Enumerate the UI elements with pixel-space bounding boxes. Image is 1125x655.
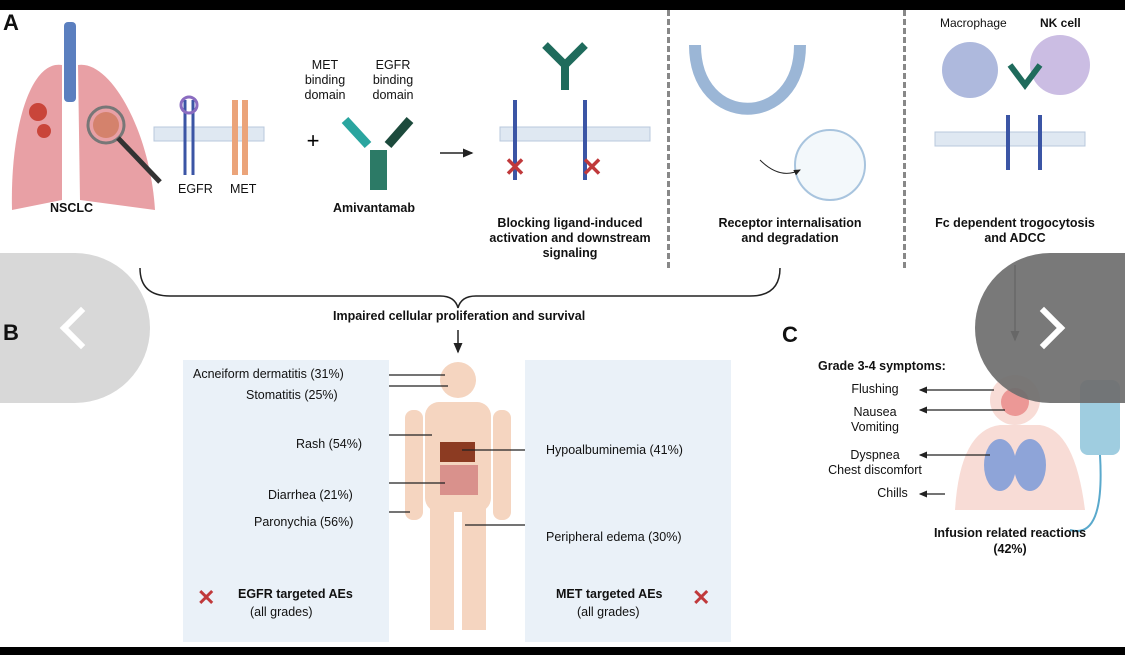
met-label: MET bbox=[230, 182, 257, 196]
impaired-label: Impaired cellular proliferation and surv… bbox=[333, 309, 586, 323]
blocked-receptors: ✕ ✕ bbox=[504, 42, 603, 182]
egfr-receptor bbox=[179, 95, 248, 175]
met-ae-box bbox=[525, 360, 731, 642]
divider bbox=[903, 10, 906, 268]
svg-text:✕: ✕ bbox=[504, 152, 526, 182]
egfr-ae-box bbox=[183, 360, 389, 642]
figure: + ✕ ✕ A B C N bbox=[0, 10, 1125, 647]
adcc-label: Fc dependent trogocytosis and ADCC bbox=[935, 216, 1095, 245]
infusion-pct: (42%) bbox=[993, 542, 1027, 556]
divider bbox=[667, 10, 670, 268]
egfr-blocked-icon: ✕ bbox=[197, 585, 216, 610]
lungs-illustration bbox=[11, 22, 162, 210]
ae-paronychia: Paronychia (56%) bbox=[254, 515, 354, 529]
symptom-chills: Chills bbox=[877, 486, 908, 500]
ae-hypoalbuminemia: Hypoalbuminemia (41%) bbox=[546, 443, 683, 457]
symptom-flushing: Flushing bbox=[851, 382, 899, 396]
svg-text:✕: ✕ bbox=[581, 152, 603, 182]
immune-cells bbox=[942, 35, 1090, 170]
human-body-illustration bbox=[405, 362, 511, 630]
chevron-left-icon bbox=[59, 306, 103, 350]
internalisation-label: Receptor internalisation and degradation bbox=[718, 216, 862, 245]
amivantamab-illustration bbox=[341, 116, 414, 190]
egfr-ae-title: EGFR targeted AEs bbox=[238, 587, 353, 601]
symptom-dyspnea: Dyspnea Chest discomfort bbox=[828, 448, 922, 477]
met-blocked-icon: ✕ bbox=[692, 585, 711, 610]
met-domain-label: MET binding domain bbox=[304, 58, 346, 102]
egfr-label: EGFR bbox=[178, 182, 213, 196]
macrophage-label: Macrophage bbox=[940, 16, 1007, 30]
symptom-nausea: Nausea Vomiting bbox=[851, 405, 899, 434]
next-image-button[interactable] bbox=[975, 253, 1125, 403]
panel-label-c: C bbox=[782, 322, 798, 347]
ae-diarrhea: Diarrhea (21%) bbox=[268, 488, 353, 502]
egfr-ae-subtitle: (all grades) bbox=[250, 605, 313, 619]
egfr-domain-label: EGFR binding domain bbox=[372, 58, 414, 102]
blocking-label: Blocking ligand-induced activation and d… bbox=[489, 216, 651, 260]
nk-cell-label: NK cell bbox=[1040, 16, 1081, 30]
met-ae-title: MET targeted AEs bbox=[556, 587, 663, 601]
plus-sign: + bbox=[307, 128, 320, 153]
met-ae-subtitle: (all grades) bbox=[577, 605, 640, 619]
panel-label-b: B bbox=[3, 320, 19, 345]
previous-image-button[interactable] bbox=[0, 253, 150, 403]
ae-peripheral-edema: Peripheral edema (30%) bbox=[546, 530, 682, 544]
panel-label-a: A bbox=[3, 10, 19, 35]
chevron-right-icon bbox=[1022, 306, 1066, 350]
nsclc-label: NSCLC bbox=[50, 201, 94, 215]
internalisation-illustration bbox=[689, 44, 866, 201]
infusion-title: Infusion related reactions bbox=[933, 526, 1087, 540]
ae-rash: Rash (54%) bbox=[296, 437, 362, 451]
ae-acneiform: Acneiform dermatitis (31%) bbox=[193, 367, 344, 381]
grade-heading: Grade 3-4 symptoms: bbox=[818, 359, 946, 373]
amivantamab-label: Amivantamab bbox=[333, 201, 415, 215]
ae-stomatitis: Stomatitis (25%) bbox=[246, 388, 338, 402]
